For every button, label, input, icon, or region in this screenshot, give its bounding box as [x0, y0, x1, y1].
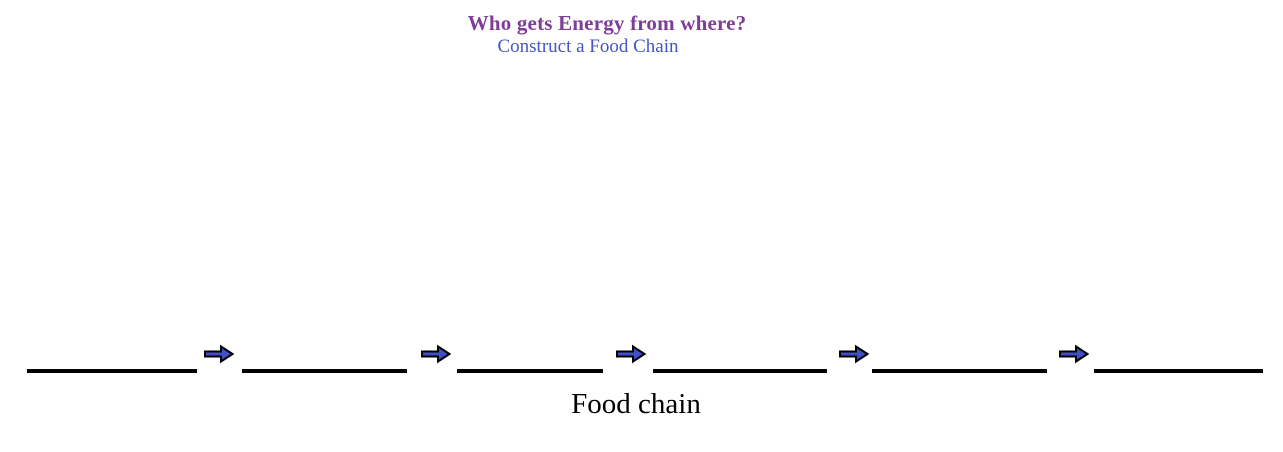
blank-slot-4[interactable]	[653, 369, 827, 373]
blank-slot-3[interactable]	[457, 369, 603, 373]
arrow-right-icon	[1059, 344, 1090, 364]
blank-slot-6[interactable]	[1094, 369, 1263, 373]
page-subtitle: Construct a Food Chain	[497, 36, 679, 57]
arrow-right-icon	[839, 344, 870, 364]
arrow-right-icon	[616, 344, 647, 364]
food-chain-label: Food chain	[571, 388, 701, 420]
blank-slot-1[interactable]	[27, 369, 197, 373]
blank-slot-5[interactable]	[872, 369, 1047, 373]
arrow-right-icon	[421, 344, 452, 364]
blank-slot-2[interactable]	[242, 369, 407, 373]
arrow-right-icon	[204, 344, 235, 364]
page-title: Who gets Energy from where?	[467, 11, 747, 35]
